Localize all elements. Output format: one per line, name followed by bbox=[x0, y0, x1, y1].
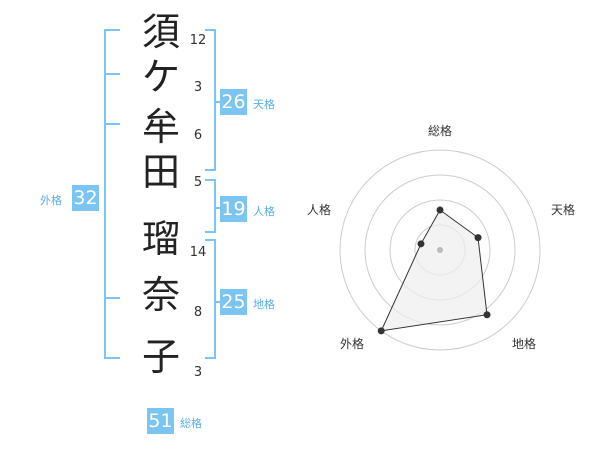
chikaku-value-badge: 25 bbox=[220, 289, 247, 315]
jinkaku-label: 人格 bbox=[253, 205, 275, 218]
tenkaku-bracket bbox=[205, 29, 216, 171]
chikaku-label: 地格 bbox=[253, 298, 275, 311]
radar-axis-label-chikaku: 地格 bbox=[511, 337, 536, 351]
stroke-count-4: 5 bbox=[193, 175, 203, 190]
name-char-5: 瑠 bbox=[141, 217, 180, 261]
radar-chart bbox=[339, 149, 541, 351]
stroke-count-7: 3 bbox=[193, 365, 203, 380]
brackets bbox=[104, 29, 220, 359]
radar-grid-ring bbox=[364, 174, 516, 326]
tenkaku-label: 天格 bbox=[253, 98, 275, 111]
radar-grid-ring bbox=[339, 149, 541, 351]
name-char-7: 子 bbox=[141, 335, 180, 379]
stroke-count-3: 6 bbox=[193, 128, 203, 143]
radar-axis-label-gaikaku: 外格 bbox=[339, 337, 364, 351]
jinkaku-value-badge: 19 bbox=[220, 196, 247, 222]
name-char-1: 須 bbox=[141, 10, 180, 54]
radar-axis-label-tenkaku: 天格 bbox=[550, 203, 575, 217]
radar-axis-label-jinkaku: 人格 bbox=[306, 203, 331, 217]
gaikaku-label: 外格 bbox=[40, 194, 62, 207]
radar-axis-label-soukaku: 総格 bbox=[427, 124, 452, 138]
name-char-2: ケ bbox=[141, 55, 180, 99]
gaikaku-value-badge: 32 bbox=[72, 185, 99, 211]
stroke-count-2: 3 bbox=[193, 80, 203, 95]
name-char-3: 牟 bbox=[141, 105, 180, 149]
radar-point-1 bbox=[474, 234, 482, 242]
name-char-4: 田 bbox=[141, 150, 180, 194]
chikaku-bracket bbox=[205, 239, 216, 359]
radar-point-2 bbox=[483, 311, 491, 319]
radar-point-3 bbox=[377, 327, 385, 335]
soukaku-label: 総格 bbox=[180, 417, 202, 430]
radar-center-dot bbox=[437, 247, 443, 253]
soukaku-value-badge: 51 bbox=[147, 408, 174, 434]
gaikaku-bracket bbox=[104, 29, 120, 359]
radar-point-4 bbox=[417, 240, 425, 248]
stroke-count-6: 8 bbox=[193, 305, 203, 320]
stroke-count-1: 12 bbox=[189, 33, 207, 48]
tenkaku-value-badge: 26 bbox=[220, 89, 247, 115]
name-char-6: 奈 bbox=[141, 273, 180, 317]
stroke-count-5: 14 bbox=[189, 245, 207, 260]
radar-polygon bbox=[380, 209, 488, 332]
jinkaku-bracket bbox=[205, 179, 216, 233]
radar-point-0 bbox=[436, 206, 444, 214]
